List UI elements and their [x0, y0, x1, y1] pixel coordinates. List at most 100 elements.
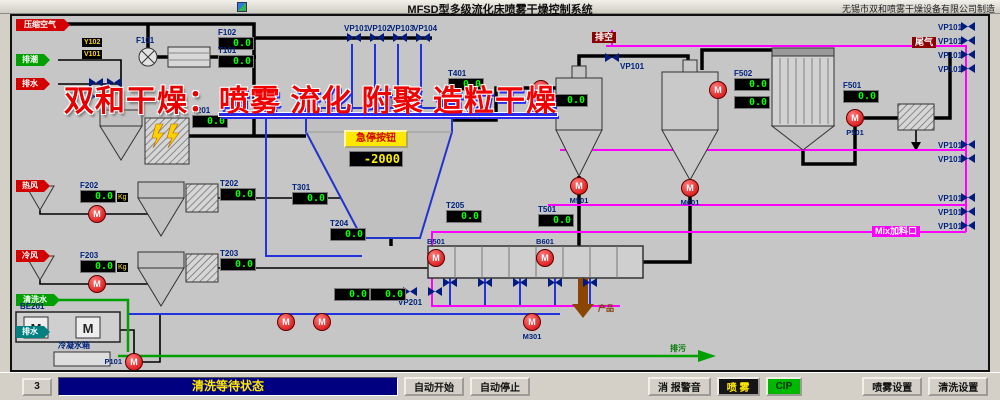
- pump-motor[interactable]: M: [88, 275, 106, 293]
- page-button[interactable]: 3: [22, 377, 52, 396]
- pump-label-P101: P101: [104, 357, 122, 366]
- display-value: 0.0: [370, 288, 408, 301]
- pump-P101[interactable]: M: [125, 353, 143, 370]
- drain-arrow: [698, 350, 716, 362]
- display-tag: T202: [220, 179, 239, 188]
- auto-stop-button[interactable]: 自动停止: [470, 377, 530, 396]
- pump-label-P501: P501: [846, 128, 864, 137]
- pump-motor[interactable]: M: [709, 81, 727, 99]
- pump-M301[interactable]: M: [523, 313, 541, 331]
- mute-alarm-button[interactable]: 消 报警音: [648, 377, 711, 396]
- emergency-stop-button[interactable]: 急停按钮: [344, 130, 408, 148]
- tag-VP101: VP101: [620, 62, 645, 71]
- cip-mode-button[interactable]: CIP: [765, 377, 803, 396]
- lcd-value: 0.0: [292, 192, 328, 205]
- lcd-value: 0.0: [330, 228, 366, 241]
- tag-排空: 排空: [592, 32, 617, 43]
- pipes-blue: [128, 44, 591, 315]
- heater-b: [185, 183, 219, 213]
- flow-label-排潮: 排潮: [16, 54, 50, 66]
- cyclone-c: [137, 251, 185, 307]
- heater-c: [185, 253, 219, 283]
- flow-arrow-tip: [44, 54, 50, 66]
- piping-layer: M M: [15, 22, 975, 367]
- lcd-value: 0.0: [80, 260, 116, 273]
- pump-label-M301: M301: [522, 332, 542, 341]
- lcd-value: 0.0: [734, 78, 770, 91]
- flow-label-清洗水: 清洗水: [16, 294, 60, 306]
- display-value: 0.0: [552, 94, 590, 107]
- display-tag: F501: [843, 81, 862, 90]
- pump-B601[interactable]: M: [536, 249, 554, 267]
- tag-VP104: VP104: [413, 24, 438, 33]
- lcd-unit: Kg: [117, 263, 128, 272]
- pump-P501[interactable]: M: [846, 109, 864, 127]
- manufacturer-label: 无锡市双和喷雾干燥设备有限公司制造: [841, 4, 995, 14]
- flow-arrow-tip: [44, 180, 50, 192]
- display-chamber-pressure: -2000: [349, 151, 403, 167]
- tag-VP102: VP102: [367, 24, 392, 33]
- lcd-value: 0.0: [220, 258, 256, 271]
- flow-arrow-tip: [44, 326, 50, 338]
- lcd-value: 0.0: [218, 37, 254, 50]
- cyclone-1: [555, 65, 603, 178]
- tag-排污: 排污: [670, 344, 686, 353]
- pump-motor[interactable]: M: [532, 80, 550, 98]
- tag-V101: V101: [82, 50, 103, 59]
- display-tag: F102: [218, 28, 237, 37]
- display-value: 0.0: [334, 288, 372, 301]
- lcd-value: 0.0: [370, 288, 406, 301]
- exhaust-filter: [897, 103, 935, 131]
- lcd-value: 0.0: [220, 188, 256, 201]
- spray-mode-button[interactable]: 喷 雾: [716, 377, 760, 396]
- display-tag: T205: [446, 201, 465, 210]
- lcd-value: 0.0: [734, 96, 770, 109]
- lcd-value: 0.0: [218, 55, 254, 68]
- status-bar: 3 清洗等待状态 自动开始 自动停止 消 报警音 喷 雾 CIP 喷雾设置 清洗…: [0, 372, 1000, 400]
- flow-label-热风: 热风: [16, 180, 50, 192]
- pump-B501[interactable]: M: [427, 249, 445, 267]
- pump-label-B601: B601: [536, 237, 554, 246]
- cyclone-a: [99, 109, 143, 161]
- tag-VP101: VP101: [938, 222, 963, 231]
- pump-M501[interactable]: M: [570, 177, 588, 195]
- flow-arrow-tip: [54, 294, 60, 306]
- clean-settings-button[interactable]: 清洗设置: [928, 377, 989, 396]
- pump-motor[interactable]: M: [88, 205, 106, 223]
- display-tag: T204: [330, 219, 349, 228]
- flow-arrow-tip: [44, 250, 50, 262]
- tag-VP101: VP101: [938, 37, 963, 46]
- lcd-value: 0.0: [843, 90, 879, 103]
- pump-motor[interactable]: M: [313, 313, 331, 331]
- pump-label-M501: M501: [569, 196, 589, 205]
- display-tag: T101: [218, 46, 237, 55]
- tag-VP201: VP201: [398, 298, 423, 307]
- display-tag: T301: [292, 183, 311, 192]
- tag-Mix加料口: Mix加料口: [872, 226, 921, 237]
- pump-label-M601: M601: [680, 198, 700, 207]
- cyclone-b: [137, 181, 185, 237]
- pump-label-B501: B501: [427, 237, 445, 246]
- pump-motor[interactable]: M: [277, 313, 295, 331]
- spray-settings-button[interactable]: 喷雾设置: [862, 377, 923, 396]
- pipes-clean-water: [58, 298, 698, 358]
- flow-label-压缩空气: 压缩空气: [16, 19, 70, 31]
- process-diagram: M M 急停按钮 -2000 双和干燥：喷雾 流化 附聚 造粒干燥 压缩空气排潮…: [10, 14, 990, 372]
- lcd-unit: Kg: [117, 193, 128, 202]
- filter-outlet-arrow: [911, 142, 921, 151]
- tag-VP101: VP101: [938, 141, 963, 150]
- auto-start-button[interactable]: 自动开始: [404, 377, 464, 396]
- air-heater: [167, 46, 211, 68]
- pump-M601[interactable]: M: [681, 179, 699, 197]
